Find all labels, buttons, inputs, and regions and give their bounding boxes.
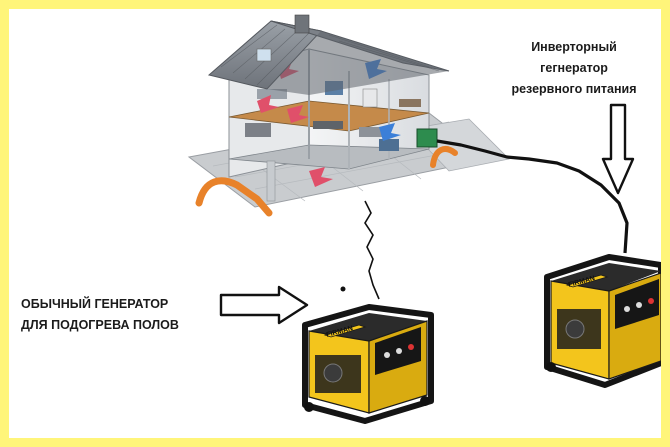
house-cutaway-icon	[187, 14, 510, 217]
inverter-label-line: гегнератор	[540, 61, 608, 75]
inverter-generator-label: Инверторный гегнератор резервного питани…	[499, 37, 649, 100]
inverter-label-line: Инверторный	[531, 40, 617, 54]
regular-label-line: ДЛЯ ПОДОГРЕВА ПОЛОВ	[21, 318, 179, 332]
generator-diagram: FIRMAN FIRMAN	[187, 14, 661, 424]
regular-generator-cable	[364, 200, 380, 300]
arrow-down-icon	[601, 103, 635, 195]
regular-label-line: ОБЫЧНЫЙ ГЕНЕРАТОР	[21, 297, 169, 311]
inverter-generator-cable	[436, 139, 629, 254]
regular-generator-label: ОБЫЧНЫЙ ГЕНЕРАТОР ДЛЯ ПОДОГРЕВА ПОЛОВ	[21, 294, 221, 336]
inverter-label-line: резервного питания	[511, 82, 637, 96]
marker-dot	[340, 286, 346, 292]
inverter-generator-icon: FIRMAN	[544, 254, 661, 388]
arrow-right-icon	[219, 285, 309, 325]
regular-generator-icon: FIRMAN	[302, 304, 434, 424]
